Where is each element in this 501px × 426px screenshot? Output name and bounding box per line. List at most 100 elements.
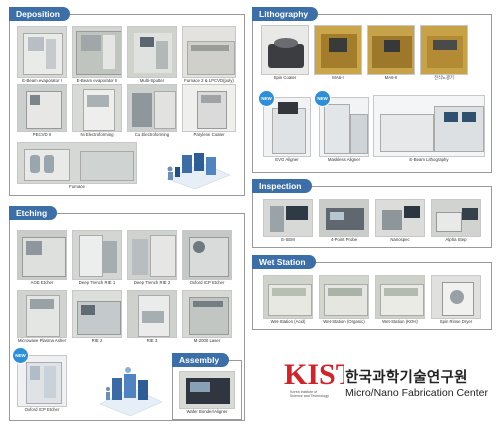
equipment-label: RIE 3 [146, 338, 158, 343]
equipment-photo [72, 290, 122, 338]
equipment-card: AOE Etcher [17, 230, 67, 290]
equipment-photo [17, 230, 67, 280]
equipment-label: E-Beam Lithography [409, 157, 449, 162]
equipment-photo [182, 290, 232, 338]
equipment-card: Deep Trench RIE 2 [127, 230, 177, 290]
equipment-card: Microwave Plasma Asher [17, 290, 67, 348]
new-badge: NEW [259, 91, 274, 106]
equipment-card: E-Beam evaporator II [72, 26, 122, 88]
equipment-card: RIE 2 [72, 290, 122, 348]
equipment-label: Microwave Plasma Asher [17, 338, 67, 343]
equipment-card: Wafer Bonder/Aligner [179, 371, 235, 417]
kist-logo: KIST [282, 356, 356, 404]
equipment-card: Oxford ICP Etcher [17, 355, 67, 417]
new-badge: NEW [13, 348, 28, 363]
equipment-card: Ni Electroforming [72, 84, 122, 142]
equipment-label: Furnace [69, 184, 85, 189]
equipment-photo [373, 95, 485, 157]
equipment-photo [182, 84, 236, 132]
equipment-card: Wet-Station (KOH) [375, 275, 425, 327]
equipment-photo [182, 230, 232, 280]
equipment-card: Wet-Station (Organic) [319, 275, 369, 327]
equipment-photo [17, 290, 67, 338]
equipment-photo [375, 275, 425, 319]
equipment-label: Nanospec [390, 237, 410, 242]
equipment-photo [127, 26, 177, 78]
equipment-label: Furnace 2 & LPCVD(poly) [184, 78, 234, 83]
equipment-label: E-SEM [281, 237, 295, 242]
equipment-card: Furnace 2 & LPCVD(poly) [182, 26, 236, 88]
new-badge: NEW [315, 91, 330, 106]
etching-panel: Etching AOE Etcher Deep Trench RIE 1 Dee… [9, 206, 245, 421]
equipment-photo [17, 142, 137, 184]
equipment-label: EVG Aligner [275, 157, 299, 162]
equipment-card: E-SEM [263, 199, 313, 245]
equipment-photo [431, 199, 481, 237]
equipment-photo [431, 275, 481, 319]
equipment-photo [127, 84, 177, 132]
equipment-card: PECVD II [17, 84, 67, 142]
equipment-photo [319, 199, 369, 237]
equipment-photo [319, 97, 369, 157]
equipment-card: 전식노광기 [420, 25, 468, 85]
equipment-label: Deep Trench RIE 1 [78, 280, 116, 285]
equipment-card: Spin Coater [261, 25, 309, 85]
center-name: Micro/Nano Fabrication Center [345, 387, 488, 399]
equipment-label: PECVD II [32, 132, 52, 137]
equipment-photo [17, 84, 67, 132]
equipment-label: Spin Rinse Dryer [439, 319, 473, 324]
equipment-label: Ni Electroforming [80, 132, 114, 137]
equipment-label: Wet-Station (KOH) [382, 319, 418, 324]
inspection-title: Inspection [252, 179, 312, 193]
lithography-title: Lithography [252, 7, 319, 21]
equipment-label: MA6-I [332, 75, 344, 80]
equipment-label: Maskless Aligner [327, 157, 361, 162]
equipment-label: Cu Electroforming [134, 132, 170, 137]
equipment-label: E-Beam evaporator I [22, 78, 62, 83]
equipment-label: MA6-II [384, 75, 398, 80]
equipment-card: Alpha Step [431, 199, 481, 245]
equipment-label: 전식노광기 [434, 75, 454, 80]
inspection-panel: Inspection E-SEM 4-Point Probe Nanospec … [252, 179, 492, 248]
equipment-label: RIE 2 [91, 338, 103, 343]
equipment-photo [72, 26, 122, 78]
equipment-label: E-Beam evaporator II [76, 78, 118, 83]
etching-illustration [98, 364, 164, 417]
equipment-card: E-Beam evaporator I [17, 26, 67, 88]
equipment-label: Oxford ICP Etcher [24, 407, 60, 412]
equipment-photo [182, 26, 236, 78]
wet-station-panel: Wet Station Wet-Station (Acid) Wet-Stati… [252, 255, 492, 330]
equipment-card: Multi-Sputter [127, 26, 177, 88]
equipment-photo [127, 230, 177, 280]
equipment-card: MA6-II [367, 25, 415, 85]
equipment-card: 4-Point Probe [319, 199, 369, 245]
equipment-card: Furnace [17, 142, 137, 192]
equipment-card: Spin Rinse Dryer [431, 275, 481, 327]
deposition-title: Deposition [9, 7, 70, 21]
equipment-card: Deep Trench RIE 1 [72, 230, 122, 290]
equipment-photo [420, 25, 468, 75]
equipment-card: Parylene Coater [182, 84, 236, 142]
equipment-label: Wet-Station (Acid) [270, 319, 306, 324]
assembly-title: Assembly [172, 353, 230, 367]
equipment-label: Alpha Step [445, 237, 467, 242]
equipment-label: Wet-Station (Organic) [323, 319, 365, 324]
equipment-photo [375, 199, 425, 237]
equipment-card: E-Beam Lithography [373, 95, 485, 167]
kist-logo-lettering: KIST [284, 358, 344, 390]
equipment-card: Wet-Station (Acid) [263, 275, 313, 327]
equipment-label: AOE Etcher [30, 280, 54, 285]
deposition-panel: Deposition E-Beam evaporator I E-Beam ev… [9, 7, 245, 196]
institute-name: Korea Institute of Science and Technolog… [290, 390, 329, 399]
lithography-panel: Lithography Spin Coater MA6-I MA6-II 전식노… [252, 7, 492, 173]
equipment-card: Nanospec [375, 199, 425, 245]
equipment-photo [314, 25, 362, 75]
equipment-photo [179, 371, 235, 409]
equipment-photo [17, 26, 67, 78]
equipment-card: Maskless Aligner [319, 97, 369, 167]
equipment-label: Parylene Coater [193, 132, 225, 137]
equipment-label: Deep Trench RIE 2 [133, 280, 171, 285]
equipment-card: MA6-I [314, 25, 362, 85]
equipment-label: Wafer Bonder/Aligner [186, 409, 228, 414]
equipment-label: M-2000 Laser [193, 338, 221, 343]
